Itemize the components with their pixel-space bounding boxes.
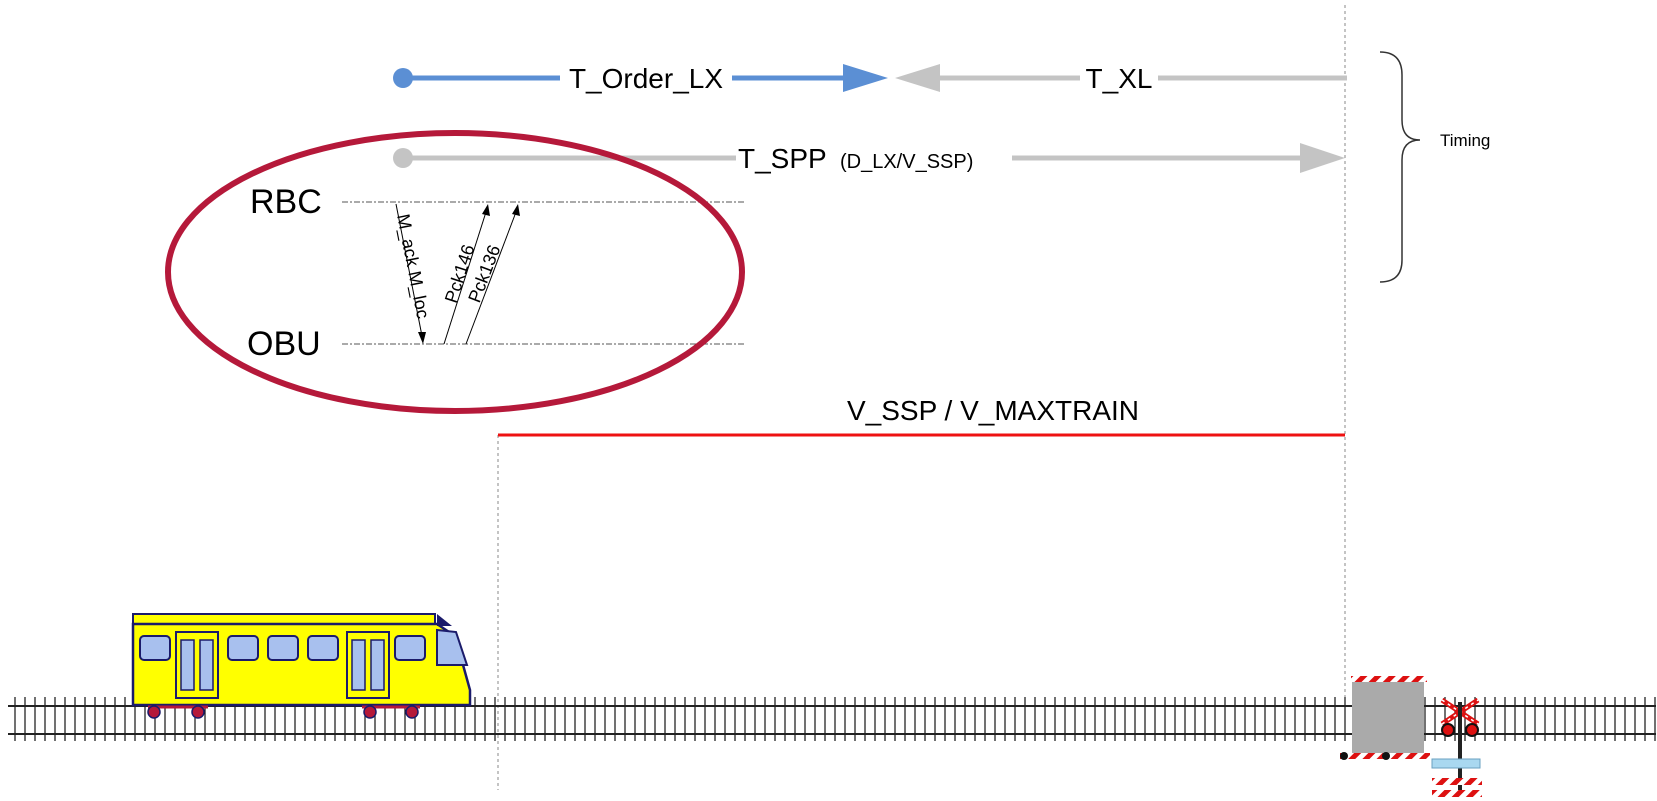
t-spp-label: T_SPP (D_LX/V_SSP) xyxy=(738,143,973,174)
rbc-label: RBC xyxy=(250,183,322,221)
timing-brace: Timing xyxy=(1380,52,1490,282)
m-ack-m-loc-message: M_ack M_loc xyxy=(392,204,433,344)
pck136-message: Pck136 xyxy=(464,204,520,344)
t-xl-arrow: T_XL xyxy=(895,63,1347,94)
t-xl-label: T_XL xyxy=(1086,63,1153,94)
speed-profile: V_SSP / V_MAXTRAIN xyxy=(498,395,1345,435)
obu-label: OBU xyxy=(247,325,321,363)
t-spp-arrow: T_SPP (D_LX/V_SSP) xyxy=(393,143,1345,174)
timing-label: Timing xyxy=(1440,131,1490,150)
t-order-lx-label: T_Order_LX xyxy=(569,63,723,94)
train-icon xyxy=(133,614,470,718)
level-crossing-icon xyxy=(1340,676,1430,760)
speed-label: V_SSP / V_MAXTRAIN xyxy=(847,395,1139,426)
t-spp-formula: (D_LX/V_SSP) xyxy=(840,151,973,173)
message-sequence: RBC OBU M_ack M_loc Pck146 Pck136 xyxy=(168,133,745,411)
m-ack-m-loc-label: M_ack M_loc xyxy=(392,212,433,320)
t-order-lx-arrow: T_Order_LX xyxy=(393,63,888,94)
